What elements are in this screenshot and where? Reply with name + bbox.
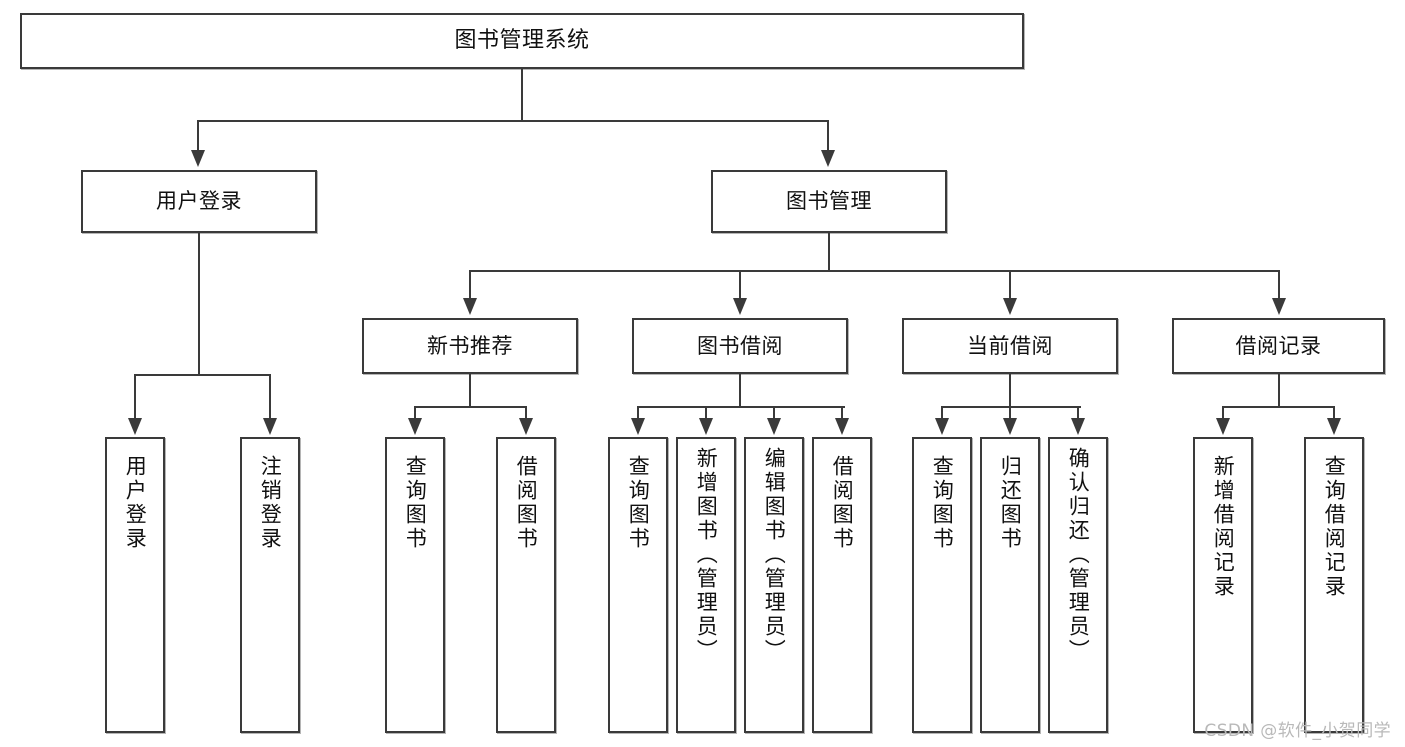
arrowhead-leaf-query-book-3	[935, 418, 949, 435]
node-borrow-records[interactable]: 借阅记录	[1172, 318, 1385, 374]
connector-current-borrow-stem	[1009, 374, 1011, 407]
arrowhead-borrow-records	[1272, 298, 1286, 315]
node-label: 编辑图书（管理员）	[762, 447, 787, 663]
leaf-current-borrow-confirm-return[interactable]: 确认归还（管理员）	[1048, 437, 1108, 733]
connector-new-book-stem	[469, 374, 471, 407]
node-label: 查询借阅记录	[1322, 455, 1347, 599]
connector-root-to-user-login	[197, 120, 199, 150]
node-label: 归还图书	[998, 455, 1023, 551]
leaf-new-book-borrow-book[interactable]: 借阅图书	[496, 437, 556, 733]
connector-root-stem	[521, 69, 523, 121]
arrowhead-leaf-borrow-book-2	[835, 418, 849, 435]
node-book-management[interactable]: 图书管理	[711, 170, 947, 233]
connector-to-current-borrow	[1009, 270, 1011, 298]
arrowhead-book-borrow	[733, 298, 747, 315]
node-label: 确认归还（管理员）	[1066, 447, 1091, 663]
arrowhead-leaf-add-book	[699, 418, 713, 435]
node-new-book-recommend[interactable]: 新书推荐	[362, 318, 578, 374]
leaf-new-book-query-book[interactable]: 查询图书	[385, 437, 445, 733]
arrowhead-current-borrow	[1003, 298, 1017, 315]
leaf-book-borrow-edit-book[interactable]: 编辑图书（管理员）	[744, 437, 804, 733]
node-label: 新增图书（管理员）	[694, 447, 719, 663]
connector-book-mgmt-stem	[828, 233, 830, 271]
leaf-borrow-records-query-record[interactable]: 查询借阅记录	[1304, 437, 1364, 733]
connector-book-borrow-bus	[637, 406, 845, 408]
connector-to-borrow-records	[1278, 270, 1280, 298]
node-current-borrow[interactable]: 当前借阅	[902, 318, 1118, 374]
connector-root-bus	[197, 120, 829, 122]
arrowhead-leaf-logout	[263, 418, 277, 435]
leaf-book-borrow-add-book[interactable]: 新增图书（管理员）	[676, 437, 736, 733]
node-label: 图书管理系统	[454, 28, 590, 54]
leaf-current-borrow-return-book[interactable]: 归还图书	[980, 437, 1040, 733]
connector-borrow-records-leaf-2	[1333, 406, 1335, 418]
arrowhead-new-book	[463, 298, 477, 315]
connector-current-borrow-leaf-2	[1009, 406, 1011, 418]
connector-new-book-leaf-2	[525, 406, 527, 418]
arrowhead-leaf-add-record	[1216, 418, 1230, 435]
arrowhead-leaf-query-record	[1327, 418, 1341, 435]
node-label: 借阅图书	[830, 455, 855, 551]
node-label: 借阅图书	[514, 455, 539, 551]
arrowhead-leaf-confirm-return	[1071, 418, 1085, 435]
node-label: 查询图书	[930, 455, 955, 551]
connector-borrow-records-bus	[1222, 406, 1335, 408]
leaf-current-borrow-query-book[interactable]: 查询图书	[912, 437, 972, 733]
leaf-book-borrow-borrow-book[interactable]: 借阅图书	[812, 437, 872, 733]
arrowhead-leaf-edit-book	[767, 418, 781, 435]
connector-borrow-records-leaf-1	[1222, 406, 1224, 418]
arrowhead-leaf-query-book-2	[631, 418, 645, 435]
node-label: 查询图书	[626, 455, 651, 551]
connector-new-book-leaf-1	[414, 406, 416, 418]
connector-current-borrow-leaf-3	[1077, 406, 1079, 418]
connector-to-new-book	[469, 270, 471, 298]
connector-book-borrow-leaf-1	[637, 406, 639, 418]
leaf-book-borrow-query-book[interactable]: 查询图书	[608, 437, 668, 733]
arrowhead-user-login	[191, 150, 205, 167]
connector-new-book-bus	[414, 406, 527, 408]
leaf-user-login[interactable]: 用户登录	[105, 437, 165, 733]
connector-user-login-bus	[134, 374, 270, 376]
node-label: 新书推荐	[427, 333, 513, 358]
connector-book-borrow-stem	[739, 374, 741, 407]
arrowhead-book-mgmt	[821, 150, 835, 167]
arrowhead-leaf-user-login	[128, 418, 142, 435]
connector-current-borrow-leaf-1	[941, 406, 943, 418]
node-label: 图书管理	[786, 189, 872, 214]
connector-root-to-book-mgmt	[827, 120, 829, 150]
connector-book-borrow-leaf-4	[841, 406, 843, 418]
connector-borrow-records-stem	[1278, 374, 1280, 407]
connector-current-borrow-bus	[941, 406, 1081, 408]
node-label: 注销登录	[258, 455, 283, 551]
csdn-watermark: CSDN @软件_小贺同学	[1204, 721, 1391, 741]
connector-level3-bus	[469, 270, 1280, 272]
leaf-borrow-records-add-record[interactable]: 新增借阅记录	[1193, 437, 1253, 733]
node-label: 用户登录	[123, 455, 148, 551]
connector-book-borrow-leaf-3	[773, 406, 775, 418]
connector-user-login-leaf-1	[134, 374, 136, 418]
node-label: 借阅记录	[1235, 333, 1322, 358]
connector-book-borrow-leaf-2	[705, 406, 707, 418]
node-label: 当前借阅	[967, 333, 1053, 358]
arrowhead-leaf-query-book-1	[408, 418, 422, 435]
arrowhead-leaf-return-book	[1003, 418, 1017, 435]
node-root-system[interactable]: 图书管理系统	[20, 13, 1024, 69]
arrowhead-leaf-borrow-book-1	[519, 418, 533, 435]
node-label: 图书借阅	[697, 333, 783, 358]
node-book-borrow[interactable]: 图书借阅	[632, 318, 848, 374]
node-label: 新增借阅记录	[1211, 455, 1236, 599]
connector-user-login-stem	[198, 233, 200, 375]
node-label: 用户登录	[156, 189, 242, 214]
connector-user-login-leaf-2	[269, 374, 271, 418]
node-label: 查询图书	[403, 455, 428, 551]
node-user-login[interactable]: 用户登录	[81, 170, 317, 233]
connector-to-book-borrow	[739, 270, 741, 298]
leaf-logout[interactable]: 注销登录	[240, 437, 300, 733]
